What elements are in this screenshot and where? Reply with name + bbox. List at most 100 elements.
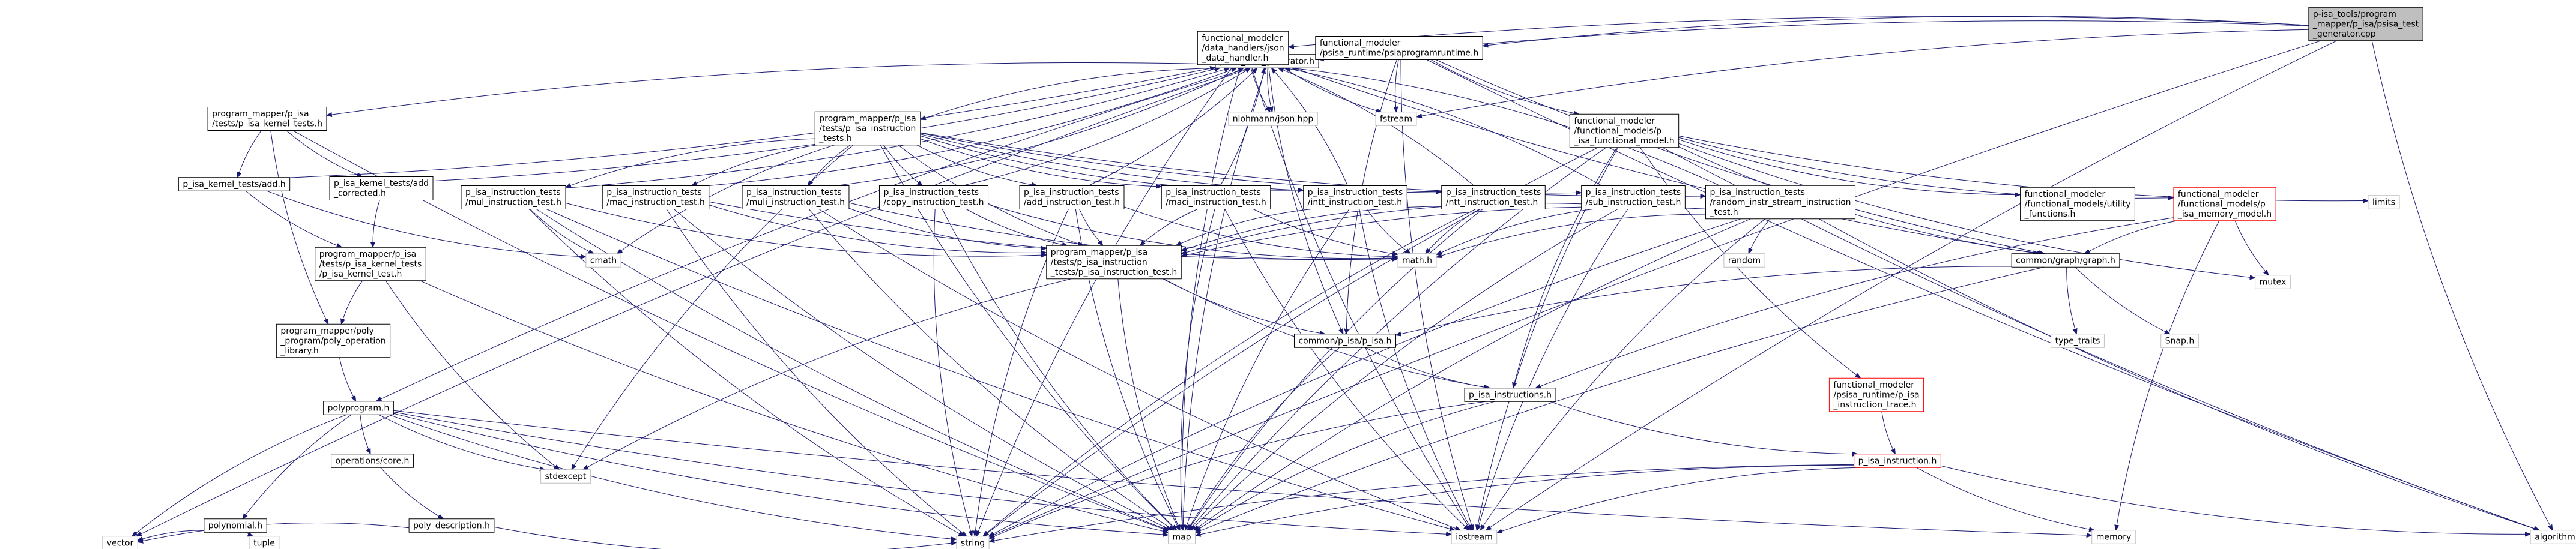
node-label: memory — [2096, 532, 2132, 542]
node-memmodel[interactable]: functional_modeler/functional_models/p_i… — [2173, 187, 2276, 221]
node-intt[interactable]: p_isa_instruction_tests/intt_instruction… — [1303, 185, 1407, 209]
node-label: p_isa_instruction_tests — [746, 188, 842, 197]
node-box — [1375, 112, 1417, 126]
edge-root-to-jsonh — [1289, 16, 2309, 47]
node-limits[interactable]: limits — [2368, 195, 2400, 209]
node-polyprogram[interactable]: polyprogram.h — [323, 401, 394, 415]
node-trace[interactable]: functional_modeler/psisa_runtime/p_isa_i… — [1828, 377, 1924, 412]
node-runtime[interactable]: functional_modeler/psisa_runtime/psiapro… — [1315, 36, 1483, 60]
node-ntt[interactable]: p_isa_instruction_tests/ntt_instruction_… — [1441, 185, 1546, 209]
node-label: _library.h — [280, 346, 318, 356]
node-label: p_isa_instruction_tests — [1166, 188, 1261, 197]
node-label: polyprogram.h — [328, 403, 390, 413]
node-random[interactable]: random — [1723, 253, 1765, 268]
node-label: /sub_instruction_test.h — [1586, 198, 1681, 208]
node-label: p_isa_instruction_tests — [606, 188, 702, 197]
edge-mul-to-pinstrtest — [565, 202, 1047, 256]
node-stdexcept[interactable]: stdexcept — [540, 469, 591, 484]
node-label: /random_instr_stream_instruction — [1710, 197, 1851, 207]
node-label: p_isa_instruction_tests — [1024, 188, 1119, 197]
edge-random_stream-to-pinstrtest — [1181, 206, 1706, 256]
edge-runtime-to-graph — [1435, 59, 2045, 254]
node-label: _program/poly_operation — [280, 336, 385, 346]
node-fmodel[interactable]: functional_modeler/functional_models/p_i… — [1569, 113, 1680, 148]
node-sub[interactable]: p_isa_instruction_tests/sub_instruction_… — [1581, 185, 1686, 209]
node-label: _instruction_trace.h — [1833, 400, 1916, 410]
node-maci[interactable]: p_isa_instruction_tests/maci_instruction… — [1161, 185, 1271, 209]
node-jsonh[interactable]: functional_modeler/data_handlers/json_da… — [1197, 31, 1289, 65]
node-box — [1581, 185, 1686, 209]
node-instr_tests[interactable]: program_mapper/p_isa/tests/p_isa_instruc… — [814, 111, 921, 146]
node-snap[interactable]: Snap.h — [2160, 334, 2199, 348]
node-mathh[interactable]: math.h — [1397, 253, 1437, 268]
node-pinstrtest[interactable]: program_mapper/p_isa/tests/p_isa_instruc… — [1046, 245, 1182, 280]
node-box — [102, 536, 138, 549]
edge-mac-to-pinstrtest — [709, 205, 1047, 253]
node-kernel_test[interactable]: program_mapper/p_isa/tests/p_isa_kernel_… — [315, 247, 426, 281]
node-mul[interactable]: p_isa_instruction_tests/mul_instruction_… — [461, 185, 566, 209]
node-box — [204, 518, 267, 533]
node-map[interactable]: map — [1167, 530, 1196, 544]
node-root[interactable]: p-isa_tools/program_mapper/p_isa/psisa_t… — [2308, 7, 2423, 41]
node-box — [1167, 530, 1196, 544]
node-muli[interactable]: p_isa_instruction_tests/muli_instruction… — [742, 185, 850, 209]
node-opcore[interactable]: operations/core.h — [331, 454, 414, 468]
node-iostream[interactable]: iostream — [1451, 530, 1498, 544]
edge-copy-to-map — [942, 209, 1177, 530]
edge-pisa-to-map — [1187, 347, 1340, 530]
node-kadd[interactable]: p_isa_kernel_tests/add.h — [178, 177, 291, 191]
node-label: _generator.cpp — [2312, 29, 2376, 39]
node-label: p_isa_kernel_tests/add.h — [183, 179, 285, 189]
node-box — [1019, 185, 1125, 209]
node-fstream[interactable]: fstream — [1375, 112, 1417, 126]
node-label: math.h — [1402, 256, 1432, 265]
node-utility[interactable]: functional_modeler/functional_models/uti… — [2020, 187, 2135, 221]
node-pisa[interactable]: common/p_isa/p_isa.h — [1293, 334, 1397, 348]
node-box — [2011, 253, 2120, 268]
node-label: _test.h — [1709, 208, 1738, 217]
node-pinstruction[interactable]: p_isa_instruction.h — [1854, 454, 1941, 468]
node-box — [2173, 187, 2276, 221]
node-mac[interactable]: p_isa_instruction_tests/mac_instruction_… — [602, 185, 710, 209]
node-graph[interactable]: common/graph/graph.h — [2011, 253, 2120, 268]
node-label: _isa_memory_model.h — [2177, 209, 2272, 219]
node-kernel_tests[interactable]: program_mapper/p_isa/tests/p_isa_kernel_… — [207, 107, 327, 131]
node-polyop[interactable]: program_mapper/poly_program/poly_operati… — [276, 323, 391, 358]
node-box — [814, 111, 921, 146]
edge-kernel_tests-to-kadd — [238, 130, 262, 178]
node-polynomial[interactable]: polynomial.h — [204, 518, 267, 533]
node-string[interactable]: string — [956, 536, 990, 549]
node-box — [2308, 7, 2423, 41]
node-vector[interactable]: vector — [102, 536, 138, 549]
node-nlohmann[interactable]: nlohmann/json.hpp — [1228, 112, 1318, 126]
node-kaddc[interactable]: p_isa_kernel_tests/add_corrected.h — [329, 176, 434, 200]
node-mutex[interactable]: mutex — [2255, 275, 2291, 289]
node-typetraits[interactable]: type_traits — [2051, 334, 2105, 348]
edge-random_stream-to-iostream — [1480, 218, 1765, 530]
edge-sub-to-ptg — [1285, 68, 1602, 186]
node-box — [1293, 334, 1397, 348]
edge-polyprogram-to-opcore — [360, 415, 370, 454]
node-pinstructions[interactable]: p_isa_instructions.h — [1464, 388, 1556, 402]
node-random_stream[interactable]: p_isa_instruction_tests/random_instr_str… — [1705, 185, 1856, 220]
node-label: /p_isa_kernel_test.h — [319, 269, 402, 279]
edge-copy-to-ptg — [962, 68, 1251, 186]
node-algorithm[interactable]: algorithm — [2530, 530, 2576, 544]
node-copy[interactable]: p_isa_instruction_tests/copy_instruction… — [878, 185, 989, 209]
node-addi[interactable]: p_isa_instruction_tests/add_instruction_… — [1019, 185, 1125, 209]
edge-ptg-to-nlohmann — [1267, 68, 1272, 112]
node-memory[interactable]: memory — [2091, 530, 2136, 544]
edge-random_stream-to-map — [1194, 218, 1751, 530]
node-box — [585, 253, 621, 268]
edge-muli-to-pinstrtest — [848, 208, 1047, 248]
edge-opcore-to-polydesc — [380, 467, 444, 519]
node-box — [331, 454, 414, 468]
node-tuple[interactable]: tuple — [249, 536, 280, 549]
node-box — [1828, 377, 1924, 412]
node-cmath[interactable]: cmath — [585, 253, 621, 268]
node-label: program_mapper/p_isa — [319, 250, 417, 259]
edge-mul-to-map — [536, 209, 1169, 530]
edge-polyprogram-to-vector — [132, 414, 347, 536]
node-label: poly_description.h — [413, 521, 490, 530]
node-polydesc[interactable]: poly_description.h — [408, 518, 495, 533]
